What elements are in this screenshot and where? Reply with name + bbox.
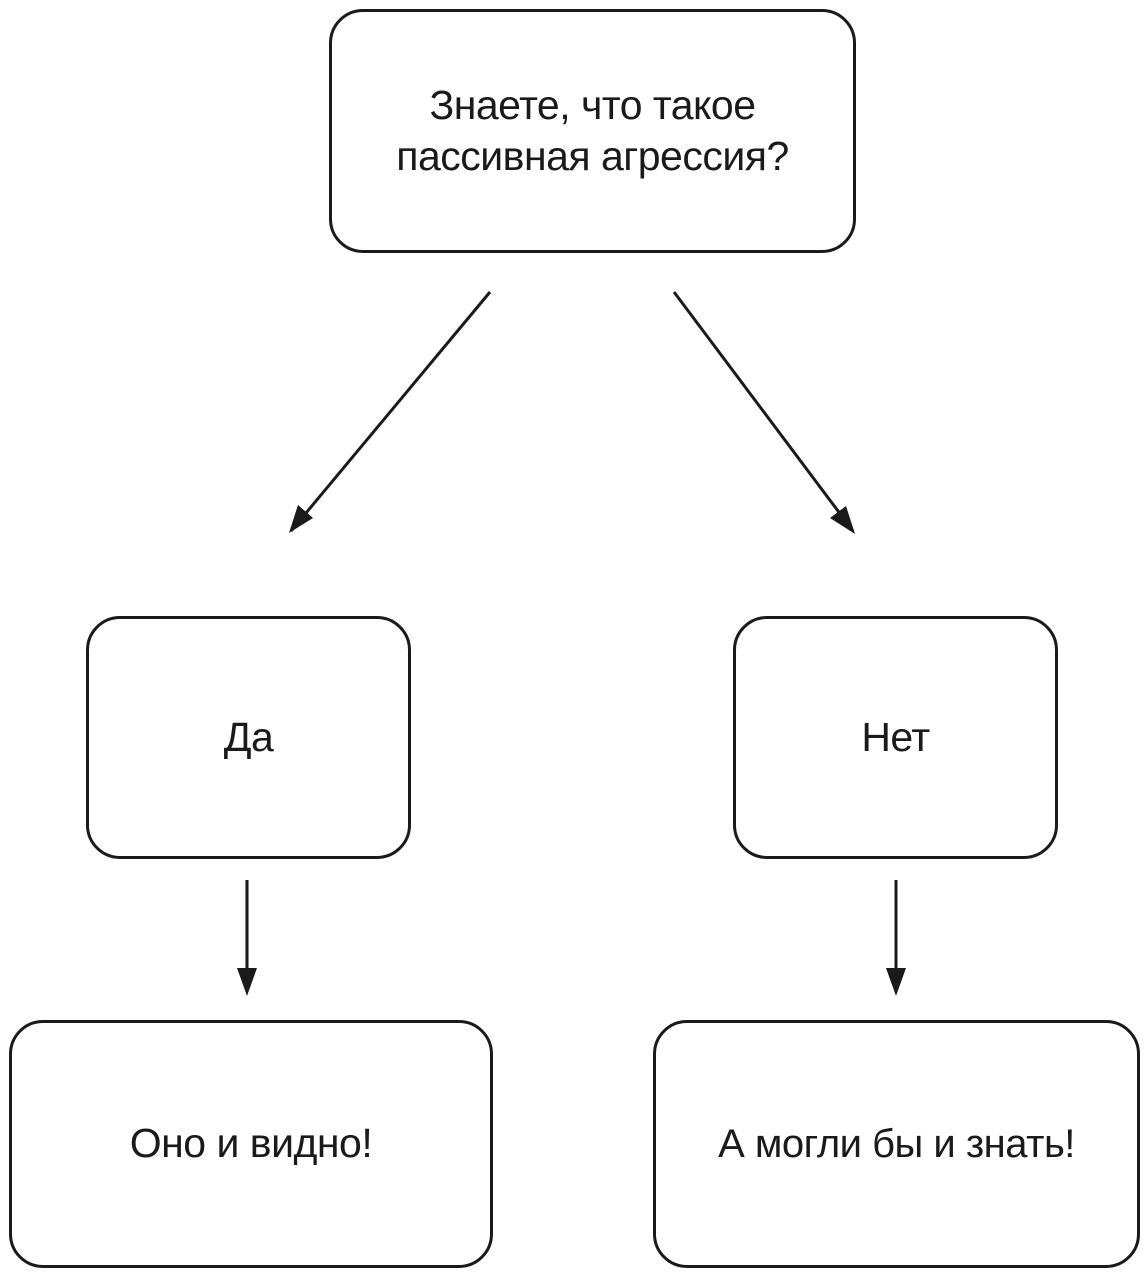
question-node: Знаете, что такое пассивная агрессия?: [329, 9, 856, 253]
no-result-node: А могли бы и знать!: [653, 1020, 1140, 1268]
no-result-node-label: А могли бы и знать!: [718, 1122, 1075, 1166]
edge-question-to-no-arrowhead: [830, 506, 855, 534]
edge-no-to-no-result-arrowhead: [886, 968, 906, 996]
yes-node-label: Да: [223, 713, 274, 760]
edge-question-to-no: [672, 291, 855, 532]
yes-node: Да: [86, 616, 411, 859]
edge-yes-to-yes-result-arrowhead: [237, 968, 257, 996]
question-node-label: Знаете, что такое пассивная агрессия?: [396, 81, 789, 179]
no-node: Нет: [733, 616, 1058, 859]
yes-result-node: Оно и видно!: [9, 1020, 493, 1268]
no-node-label: Нет: [861, 713, 930, 760]
edge-question-to-yes-arrowhead: [289, 505, 313, 533]
yes-result-node-label: Оно и видно!: [129, 1120, 373, 1167]
edge-question-to-yes: [289, 291, 492, 532]
